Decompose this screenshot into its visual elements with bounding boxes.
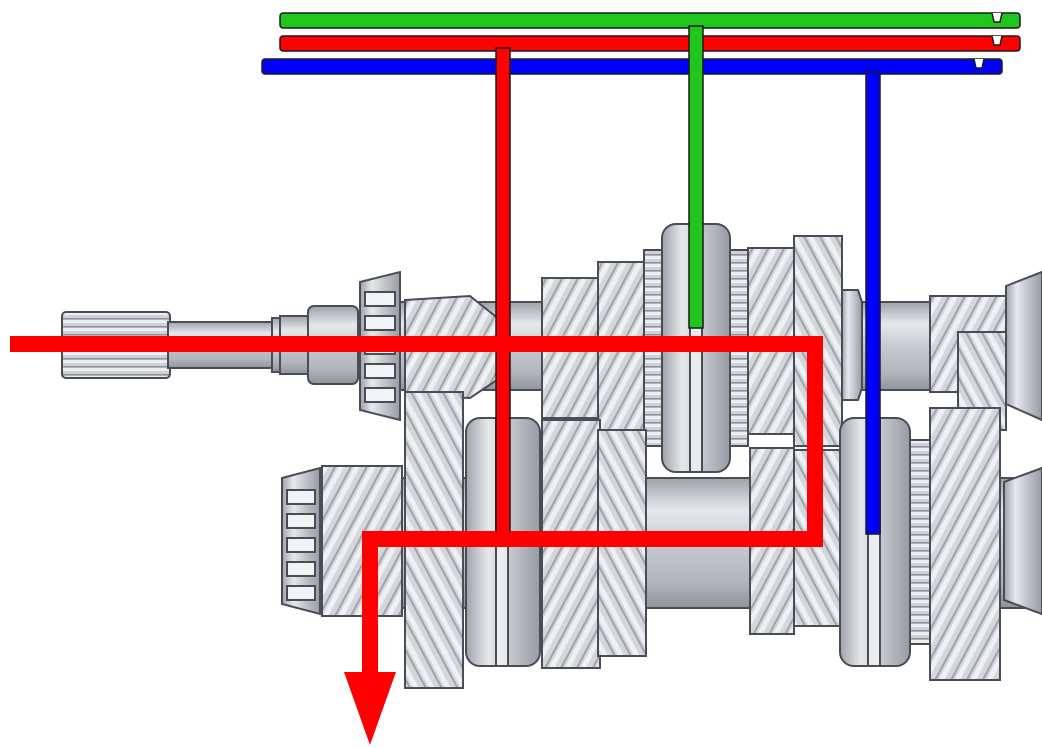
rail-notch (974, 59, 984, 68)
countershaft-bearing (282, 468, 320, 614)
rail-notch (992, 13, 1002, 22)
counter-gear-7 (930, 408, 1000, 680)
blue-shift-fork (866, 72, 880, 534)
green-shift-rail (280, 13, 1020, 28)
sync-hub-lower (910, 440, 930, 644)
right-bearing-lower (1004, 468, 1042, 614)
red-shift-rail (280, 36, 1020, 51)
green-shift-fork (689, 26, 703, 328)
blue-shift-rail (262, 59, 1002, 74)
right-bearing-upper (1006, 272, 1042, 420)
rail-notch (992, 36, 1002, 45)
red-shift-fork (496, 48, 510, 534)
shaft-collar (842, 290, 862, 400)
